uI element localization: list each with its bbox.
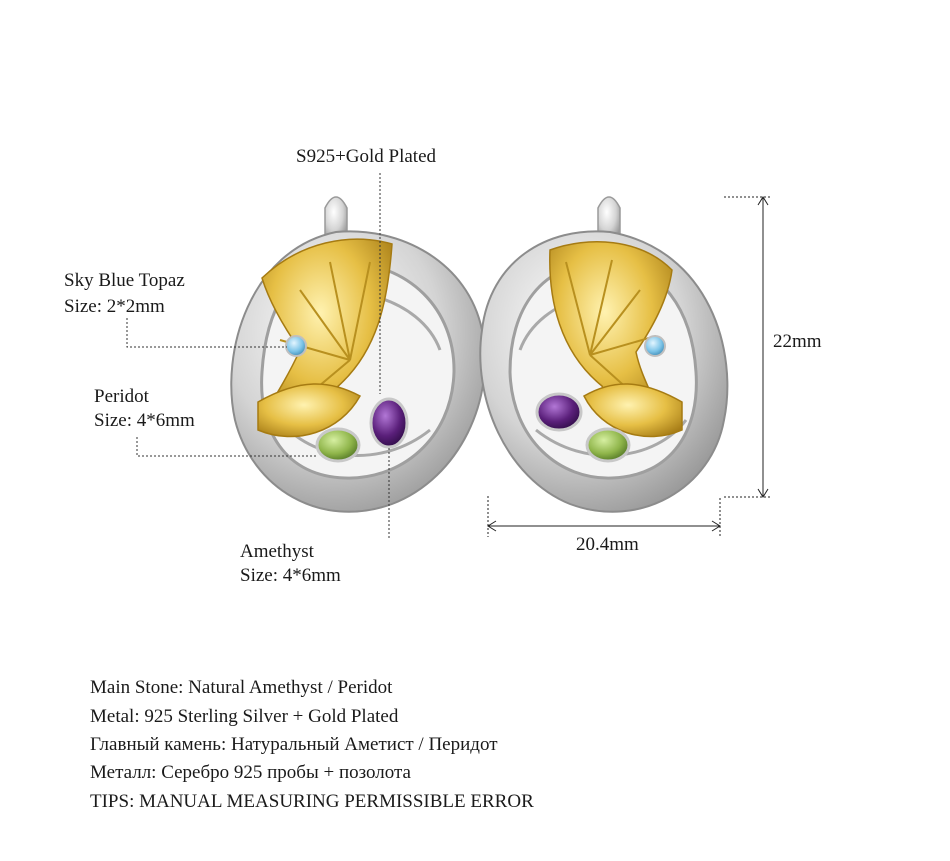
info-metal: Metal: 925 Sterling Silver + Gold Plated [90, 706, 399, 727]
left-earring [230, 196, 486, 513]
dimension-lines [487, 196, 770, 537]
topaz-callout-line [126, 318, 287, 348]
left-earring-hook [324, 196, 348, 241]
info-metal-ru: Металл: Серебро 925 пробы + позолота [90, 762, 411, 783]
right-peridot-stone [585, 427, 631, 463]
left-amethyst-stone [369, 397, 409, 449]
peridot-size-label: Size: 4*6mm [94, 410, 195, 431]
callout-lines [126, 173, 390, 538]
height-dimension-label: 22mm [773, 331, 822, 352]
right-earring-hook [597, 196, 621, 241]
info-main-stone-ru: Главный камень: Натуральный Аметист / Пе… [90, 734, 498, 755]
left-peridot-stone [315, 427, 361, 463]
right-amethyst-stone [535, 392, 583, 432]
info-tips: TIPS: MANUAL MEASURING PERMISSIBLE ERROR [90, 791, 534, 812]
topaz-name-label: Sky Blue Topaz [64, 270, 185, 291]
topaz-size-label: Size: 2*2mm [64, 296, 165, 317]
amethyst-size-label: Size: 4*6mm [240, 565, 341, 586]
left-topaz-stone [285, 335, 307, 357]
height-dim-arrow-top [757, 196, 769, 206]
left-earring-gold-leaf-lower [257, 383, 362, 438]
right-earring [479, 196, 729, 513]
peridot-name-label: Peridot [94, 386, 149, 407]
right-topaz-stone [644, 335, 666, 357]
amethyst-name-label: Amethyst [240, 541, 314, 562]
width-dim-arrow-left [487, 520, 497, 532]
right-earring-gold-leaf-lower [583, 383, 683, 438]
info-main-stone: Main Stone: Natural Amethyst / Peridot [90, 677, 393, 698]
height-dim-arrow-bottom [757, 488, 769, 498]
width-dim-arrow-right [711, 520, 721, 532]
width-dimension-label: 20.4mm [576, 534, 639, 555]
metal-callout-label: S925+Gold Plated [296, 146, 437, 167]
